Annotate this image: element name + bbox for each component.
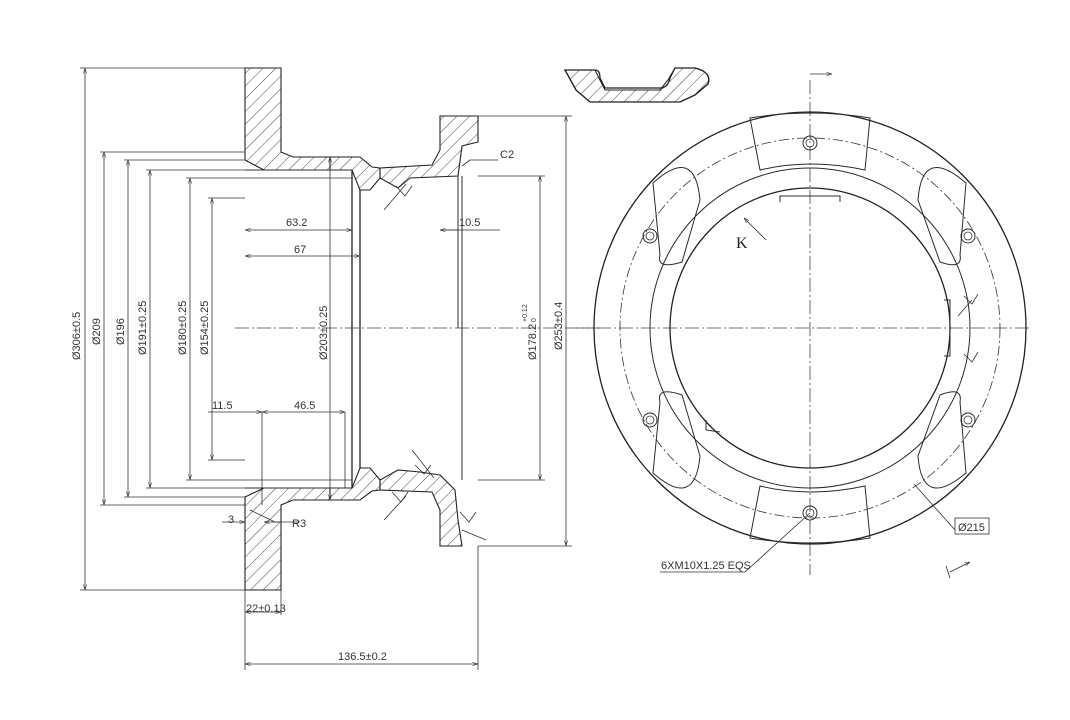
roughness-mark-4 — [459, 511, 477, 523]
dim-10-5: 10.5 — [459, 217, 480, 229]
dim-178-tol-lower: 0 — [531, 318, 538, 322]
pcd-box — [954, 517, 990, 535]
lower-hub-flange — [379, 469, 463, 547]
roughness-leader-3 — [461, 529, 487, 541]
thread-leader — [744, 512, 811, 573]
view-k-arrow — [744, 218, 767, 241]
bore-notch-bottom-left — [705, 420, 721, 433]
upper-hub-flange — [379, 115, 479, 189]
dim-22: 22±0.13 — [246, 603, 286, 615]
lower-hat-wall — [329, 467, 381, 501]
section-view: Ø306±0.5 Ø209 Ø196 Ø191±0.25 Ø180±0.25 Ø… — [71, 67, 600, 670]
upper-hat-wall — [329, 156, 381, 191]
bore-notch-top — [779, 195, 841, 202]
dim-154: Ø154±0.25 — [199, 301, 211, 355]
dim-136-5: 136.5±0.2 — [338, 651, 387, 663]
roughness-leader-2 — [383, 495, 407, 521]
dim-178-tol-upper: +0.12 — [522, 304, 529, 322]
roughness-mark-1 — [395, 185, 413, 197]
roughness-leader-4 — [411, 449, 435, 479]
dim-180: Ø180±0.25 — [177, 301, 189, 355]
bolt-holes — [642, 135, 976, 521]
dim-196: Ø196 — [115, 318, 127, 345]
dim-253: Ø253±0.4 — [553, 302, 565, 350]
pcd-label: Ø215 — [958, 522, 985, 534]
partial-section-hatch — [564, 67, 710, 103]
roughness-leader-1 — [383, 183, 407, 211]
upper-friction-ring — [244, 67, 331, 171]
dim-3: 3 — [228, 514, 234, 526]
dim-191: Ø191±0.25 — [137, 301, 149, 355]
diameter-dims — [80, 67, 572, 591]
front-roughness-1 — [963, 293, 979, 305]
bore-notch-right — [944, 299, 951, 357]
dim-67: 67 — [294, 244, 306, 256]
lower-friction-ring — [244, 487, 331, 591]
hat-outer-circle — [649, 167, 971, 489]
thread-label: 6XM10X1.25 EQS — [661, 560, 751, 572]
mounting-pads — [652, 112, 967, 544]
dim-209: Ø209 — [91, 318, 103, 345]
front-view: K Ø215 6XM10X1.25 EQS — [575, 74, 1030, 579]
outer-disc-circle — [593, 111, 1027, 545]
dim-63: 63.2 — [286, 217, 307, 229]
roughness-mark-2 — [414, 464, 432, 475]
dim-178: Ø178.2 — [527, 324, 539, 360]
view-k-label: K — [736, 235, 748, 252]
dim-306: Ø306±0.5 — [71, 312, 83, 360]
dim-203: Ø203±0.25 — [318, 306, 330, 360]
length-dims — [208, 159, 500, 670]
front-roughness-2 — [963, 351, 979, 363]
pcd-circle — [619, 137, 1001, 519]
section-arrow-bottom — [949, 562, 970, 573]
pcd-leader — [913, 483, 956, 531]
dim-11-5: 11.5 — [212, 400, 233, 412]
dim-r3: R3 — [292, 518, 306, 530]
dim-c2: C2 — [500, 149, 514, 161]
dim-46-5: 46.5 — [294, 400, 315, 412]
